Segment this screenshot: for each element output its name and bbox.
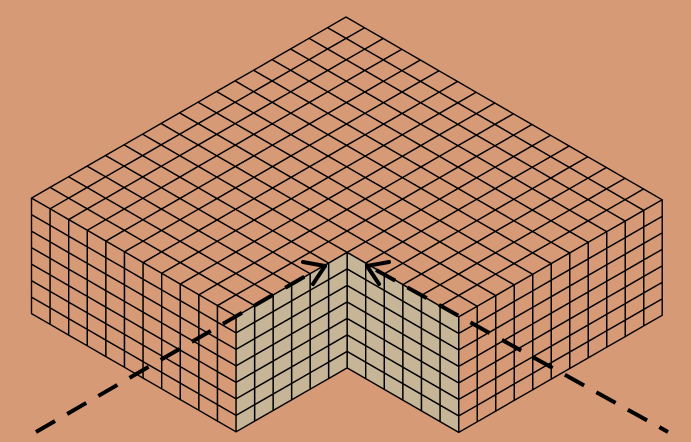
- isometric-cube-diagram: [0, 0, 691, 442]
